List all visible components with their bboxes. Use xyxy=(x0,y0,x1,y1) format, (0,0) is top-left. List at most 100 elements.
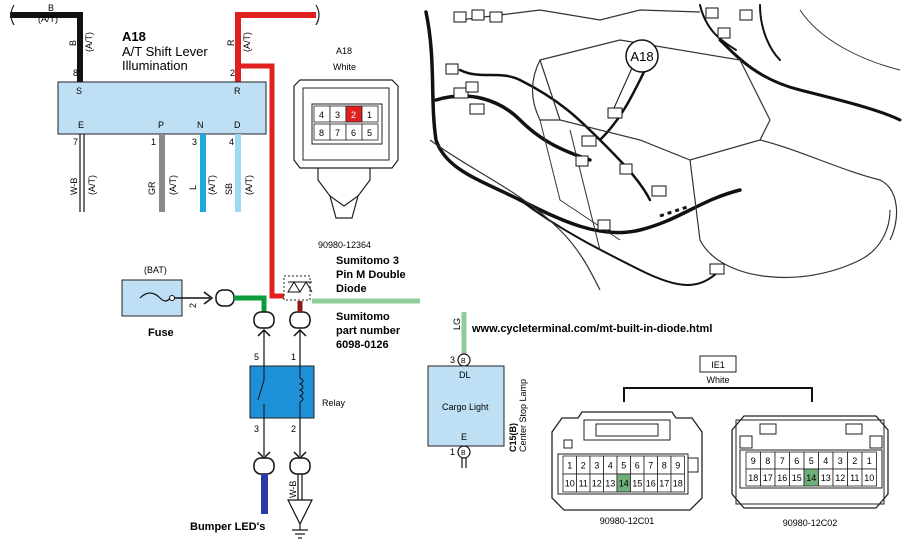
pin-s-label: S xyxy=(76,86,82,96)
r-wire-at-label: (A/T) xyxy=(242,32,252,52)
d-wire-at-label: (A/T) xyxy=(244,175,254,195)
conn-right-pin-label: 1 xyxy=(867,456,872,466)
a18-component-box xyxy=(57,81,267,135)
conn-left-pin-label: 9 xyxy=(675,461,680,471)
green-wire-to-relay xyxy=(234,295,267,312)
pin-e-label: E xyxy=(78,120,84,130)
conn-left-pin-label: 6 xyxy=(635,461,640,471)
conn-right-pin-label: 5 xyxy=(809,456,814,466)
relay-pin3-number: 3 xyxy=(254,424,259,434)
cargo-light-label: Cargo Light xyxy=(442,402,489,412)
conn-right-pin-label: 3 xyxy=(838,456,843,466)
relay-pin1-number: 1 xyxy=(291,352,296,362)
cargo-pin1-circle xyxy=(457,445,471,459)
a18-connector-pins xyxy=(313,105,379,141)
conn-left-pin-label: 11 xyxy=(579,479,588,489)
conn-left-pin-label: 5 xyxy=(621,461,626,471)
conn-right-pin-label: 7 xyxy=(780,456,785,466)
cargo-ref-desc: Center Stop Lamp xyxy=(518,379,528,452)
top-b-at-label: (A/T) xyxy=(38,14,58,24)
locator-a18-callout xyxy=(625,39,659,73)
a18-conn-pin-3: 3 xyxy=(335,110,340,120)
bumper-leds-label: Bumper LED's xyxy=(190,521,265,533)
diode-symbol xyxy=(283,275,313,301)
fuse-connector-chevron xyxy=(203,291,214,305)
cargo-ref: C15(B) xyxy=(508,423,518,452)
e-wire-color-label: W-B xyxy=(69,178,79,195)
conn-left-pin-label: 15 xyxy=(632,479,642,489)
d-wire-color-label: SB xyxy=(224,183,234,195)
conn-left-pin-cell xyxy=(670,473,685,493)
p-wire-gr xyxy=(159,134,165,212)
s-wire-at-label: (A/T) xyxy=(84,32,94,52)
pin-d-number: 4 xyxy=(229,137,234,147)
a18-connector-id: A18 xyxy=(336,46,352,56)
e-wire-at-label: (A/T) xyxy=(87,175,97,195)
n-wire-l xyxy=(200,134,206,212)
diode-pn-line2: part number xyxy=(336,325,401,337)
pin-e-number: 7 xyxy=(73,137,78,147)
relay-output-chevrons xyxy=(257,451,307,460)
relay-pin2-connector xyxy=(289,457,311,475)
pin-p-number: 1 xyxy=(151,137,156,147)
red-tap-to-diode xyxy=(238,63,290,299)
conn-right-pin-label: 13 xyxy=(821,473,831,483)
d-wire-sb xyxy=(235,134,241,212)
a18-title: A18 xyxy=(122,29,146,44)
conn-right-part-number: 90980-12C02 xyxy=(783,518,838,528)
conn-right-pin-cell xyxy=(861,468,877,487)
diode-label-line1: Sumitomo 3 xyxy=(336,255,399,267)
pin-n-label: N xyxy=(197,120,204,130)
cargo-pin3-b: B xyxy=(461,358,466,365)
conn-right-pin-label: 9 xyxy=(751,456,756,466)
conn-right-pin-label: 8 xyxy=(765,456,770,466)
conn-right-pin-label: 12 xyxy=(835,473,845,483)
wire-break-mark xyxy=(315,4,320,26)
a18-conn-pin-7: 7 xyxy=(335,128,340,138)
pin-r-number: 2 xyxy=(230,68,235,78)
relay-switch-symbol xyxy=(257,366,265,418)
r-red-wire xyxy=(235,12,316,82)
fuse-bat-label: (BAT) xyxy=(144,265,167,275)
diode-pn-line3: 6098-0126 xyxy=(336,339,389,351)
relay-coil-symbol xyxy=(298,366,304,418)
conn-left-pin-label: 1 xyxy=(567,461,572,471)
cargo-pin3-number: 3 xyxy=(450,355,455,365)
diode-pn-line1: Sumitomo xyxy=(336,311,390,323)
locator-a18-label: A18 xyxy=(630,49,653,64)
conn-right-pin-label: 15 xyxy=(792,473,802,483)
lg-mid-label: LG xyxy=(452,318,462,330)
conn-left-pin-label: 18 xyxy=(673,479,683,489)
relay-input-chevrons xyxy=(257,328,307,337)
relay-pin1-connector xyxy=(289,311,311,329)
ie1-title-box xyxy=(699,355,737,373)
relay-pin5-number: 5 xyxy=(254,352,259,362)
fuse-terminal xyxy=(169,295,175,301)
fuse-connector-oval xyxy=(215,289,235,307)
conn-left-part-number: 90980-12C01 xyxy=(600,516,655,526)
cargo-e-label: E xyxy=(461,432,467,442)
e-wire-wb xyxy=(79,134,85,212)
cargo-pin1-b: B xyxy=(461,450,466,457)
a18-conn-pin-5: 5 xyxy=(367,128,372,138)
conn-left-pin-label: 17 xyxy=(659,479,669,489)
s-wire-color-label: B xyxy=(68,40,78,46)
pin-p-label: P xyxy=(158,120,164,130)
conn-left-pin-label: 3 xyxy=(594,461,599,471)
relay-pin3-connector xyxy=(253,457,275,475)
n-wire-at-label: (A/T) xyxy=(207,175,217,195)
ie1-title: IE1 xyxy=(711,360,725,370)
conn-right-pin-label: 10 xyxy=(864,473,874,483)
pin-r-label: R xyxy=(234,86,241,96)
a18-conn-pin-4: 4 xyxy=(319,110,324,120)
conn-right-pin-label: 2 xyxy=(852,456,857,466)
pin-d-label: D xyxy=(234,120,241,130)
conn-left-pin-label: 16 xyxy=(646,479,656,489)
p-wire-at-label: (A/T) xyxy=(168,175,178,195)
a18-name-line1: A/T Shift Lever xyxy=(122,44,208,59)
conn-left-pin-label: 14 xyxy=(619,479,629,489)
ie1-bracket xyxy=(623,387,813,402)
a18-connector-color: White xyxy=(333,62,356,72)
